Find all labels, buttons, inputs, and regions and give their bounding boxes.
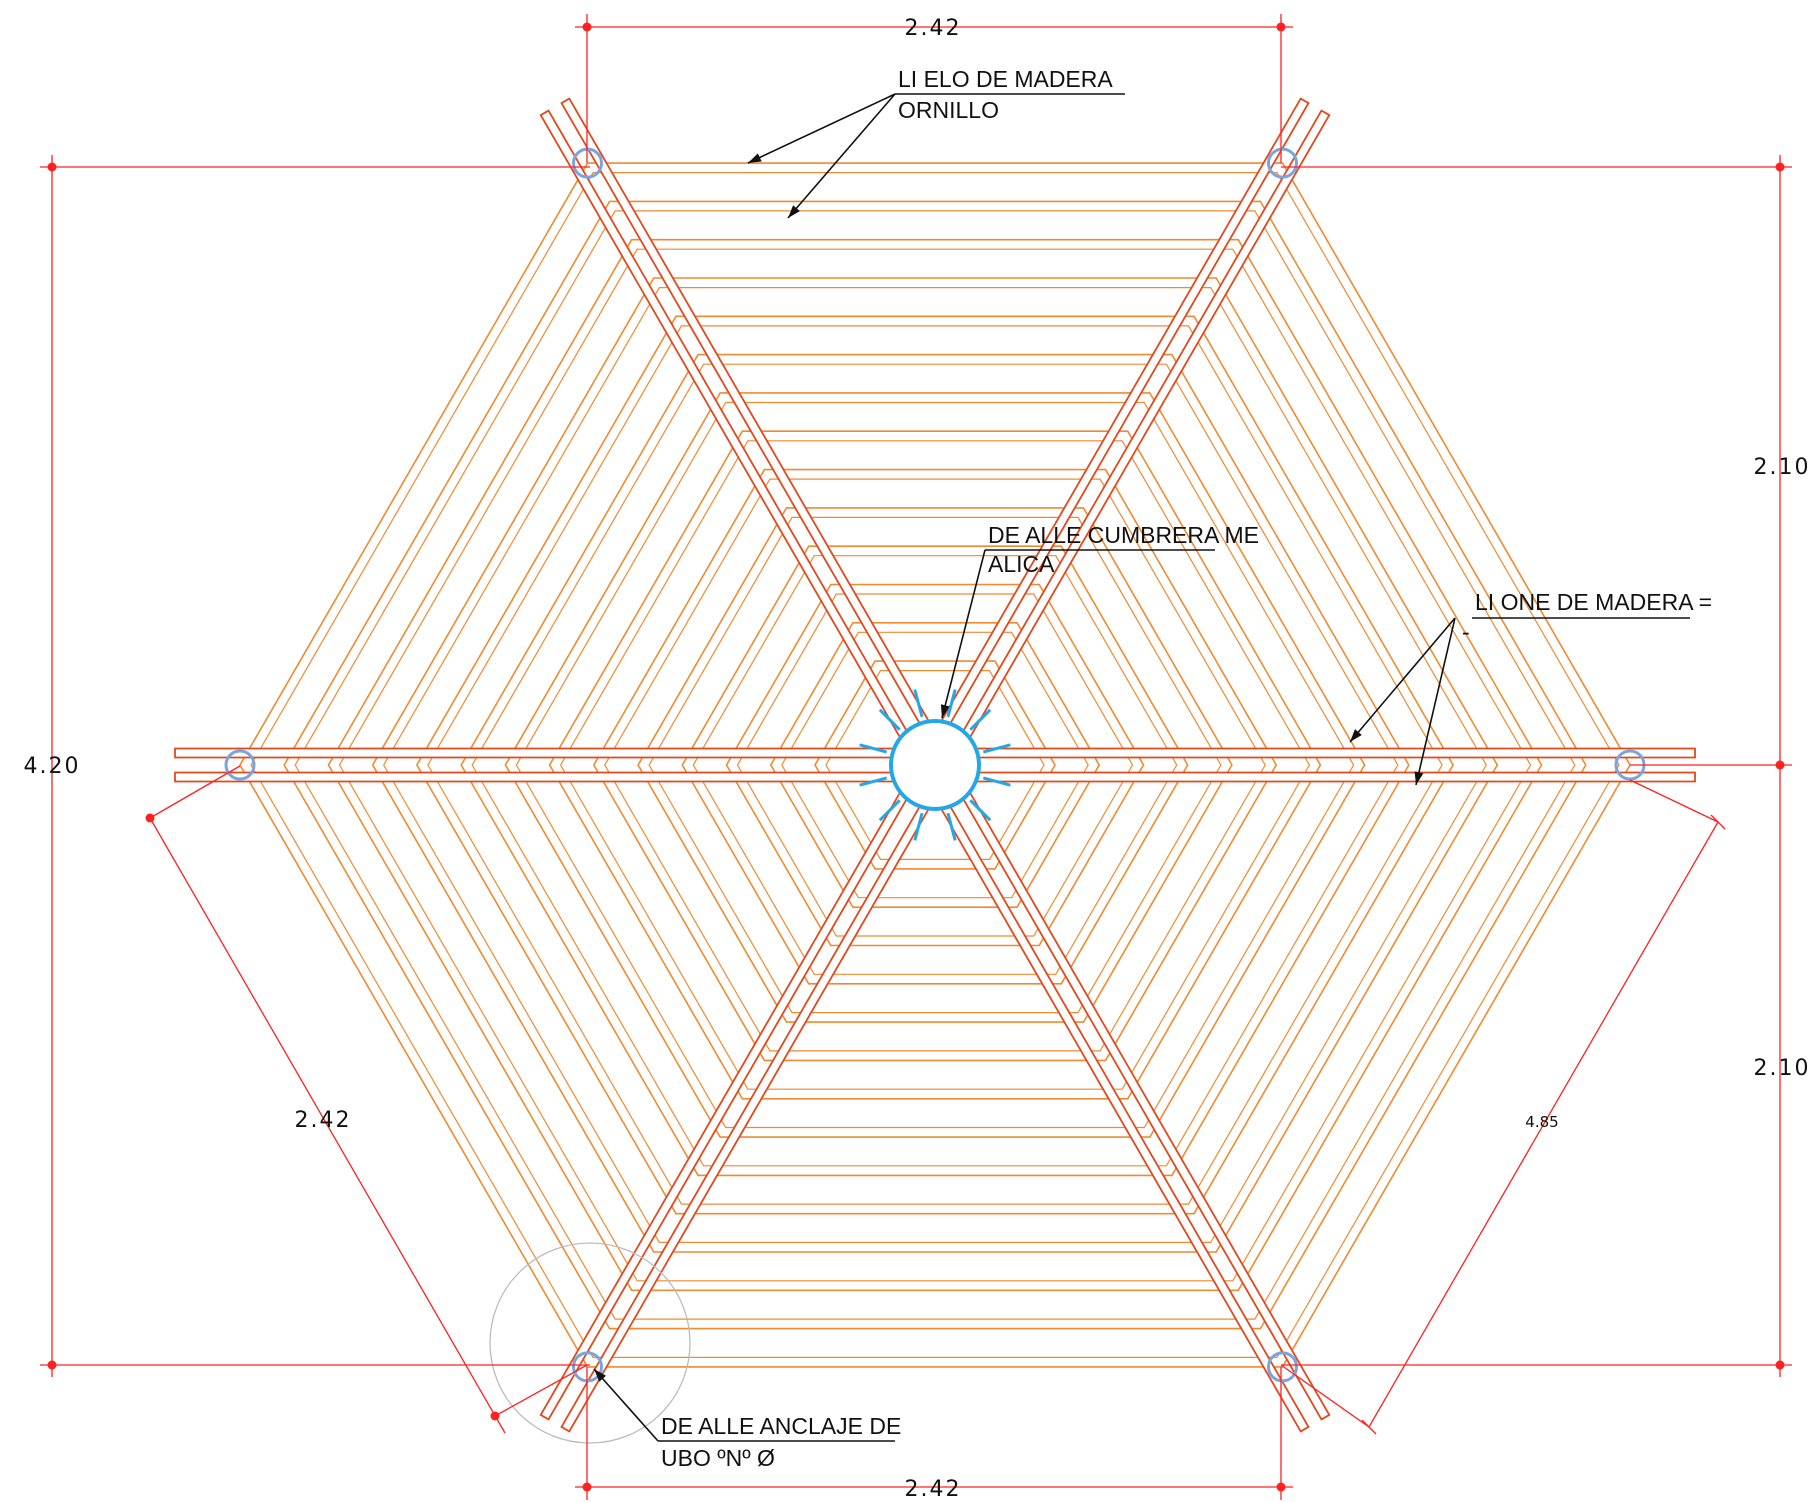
column (1267, 147, 1298, 179)
note-beams-1: LI ONE DE MADERA = (1475, 589, 1712, 615)
slat-ring (371, 277, 1499, 1253)
ridge-plate (878, 708, 901, 731)
leader-line (787, 93, 896, 219)
slat-ring-inner (736, 593, 1134, 937)
column (1267, 1351, 1298, 1383)
slat-ring (239, 162, 1631, 1368)
note-ceiling-1: LI ELO DE MADERA (898, 66, 1113, 92)
slat-ring-inner (692, 555, 1178, 975)
anchor-callout-circle (489, 1242, 691, 1444)
leader-arrow (1350, 729, 1362, 742)
dim-left-side: 2.42 (295, 1108, 352, 1133)
ridge-plate (859, 743, 888, 754)
note-beams-2: - (1462, 619, 1470, 645)
dim-total-height: 4.20 (24, 754, 81, 779)
slat-ring-inner (427, 325, 1443, 1205)
note-anchor-1: DE ALLE ANCLAJE DE (661, 1413, 901, 1439)
dim-top-width: 2.42 (905, 16, 962, 41)
slat-ring (769, 621, 1101, 909)
slat-ring-inner (338, 248, 1532, 1282)
slat-ring-inner (781, 631, 1089, 899)
note-ridge-2: ALICA (988, 551, 1055, 577)
slat-ring (283, 200, 1587, 1330)
ridge-plate (982, 743, 1011, 754)
slat-ring-inner (294, 210, 1576, 1320)
ridge-plate (859, 776, 888, 787)
dimension-lines (40, 14, 1792, 1500)
slat-ring (681, 545, 1189, 985)
slat-ring-inner (250, 172, 1620, 1359)
leader-arrow (940, 704, 950, 718)
column (224, 749, 256, 781)
leader-line (1349, 617, 1456, 743)
slat-ring-inner (471, 363, 1399, 1167)
dim-right-side: 4.85 (1525, 1113, 1558, 1131)
callout-circle (489, 1242, 691, 1444)
ridge-plate (946, 689, 957, 718)
slat-ring (637, 507, 1233, 1023)
dim-bottom-width: 2.42 (905, 1477, 962, 1502)
tick (1710, 814, 1726, 830)
slat-ring-inner (648, 516, 1222, 1014)
slat-ring-inner (559, 440, 1311, 1090)
tick (1361, 1419, 1377, 1435)
slat-ring (327, 238, 1543, 1292)
ridge-plate (913, 812, 924, 841)
leader-line (1415, 617, 1456, 786)
ridge-plate (982, 776, 1011, 787)
ridge-hub (889, 719, 981, 811)
ridge-plate (969, 799, 992, 822)
ceiling-slats (239, 162, 1631, 1368)
leader-line (747, 93, 896, 164)
leader-arrow (788, 205, 800, 218)
dim-line-left-slant (149, 817, 506, 1434)
leader-arrow (1414, 771, 1424, 785)
note-anchor-2: UBO ºNº Ø (661, 1445, 775, 1471)
leader-line (941, 549, 986, 719)
dim-line-right-slant (1368, 821, 1719, 1428)
slat-ring (504, 392, 1366, 1138)
ridge-plate (878, 799, 901, 822)
dim-lower-half: 2.10 (1754, 1056, 1811, 1081)
ext-line (1280, 1364, 1370, 1428)
slat-ring-inner (383, 287, 1487, 1244)
slat-ring (725, 583, 1145, 947)
ext-line (1629, 779, 1719, 823)
ridge-plate (969, 708, 992, 731)
central-ridge-detail (859, 689, 1011, 841)
leader-line (593, 1368, 659, 1442)
leader-arrow (594, 1369, 607, 1382)
ext-line (149, 765, 241, 819)
leader-arrow (748, 153, 762, 163)
ridge-plate (913, 689, 924, 718)
slat-ring (814, 660, 1056, 870)
slat-ring-inner (515, 401, 1355, 1129)
ridge-plate (946, 812, 957, 841)
ext-line (494, 1364, 588, 1417)
note-ceiling-2: ORNILLO (898, 97, 999, 123)
slat-ring (460, 353, 1410, 1177)
slat-ring (415, 315, 1455, 1215)
dim-upper-half: 2.10 (1754, 455, 1811, 480)
slat-ring-inner (604, 478, 1266, 1052)
slat-ring (548, 430, 1322, 1100)
slat-ring (592, 468, 1278, 1062)
slat-ring-inner (825, 669, 1045, 861)
annotation-leaders (593, 93, 1690, 1442)
note-ridge-1: DE ALLE CUMBRERA ME (988, 522, 1259, 548)
